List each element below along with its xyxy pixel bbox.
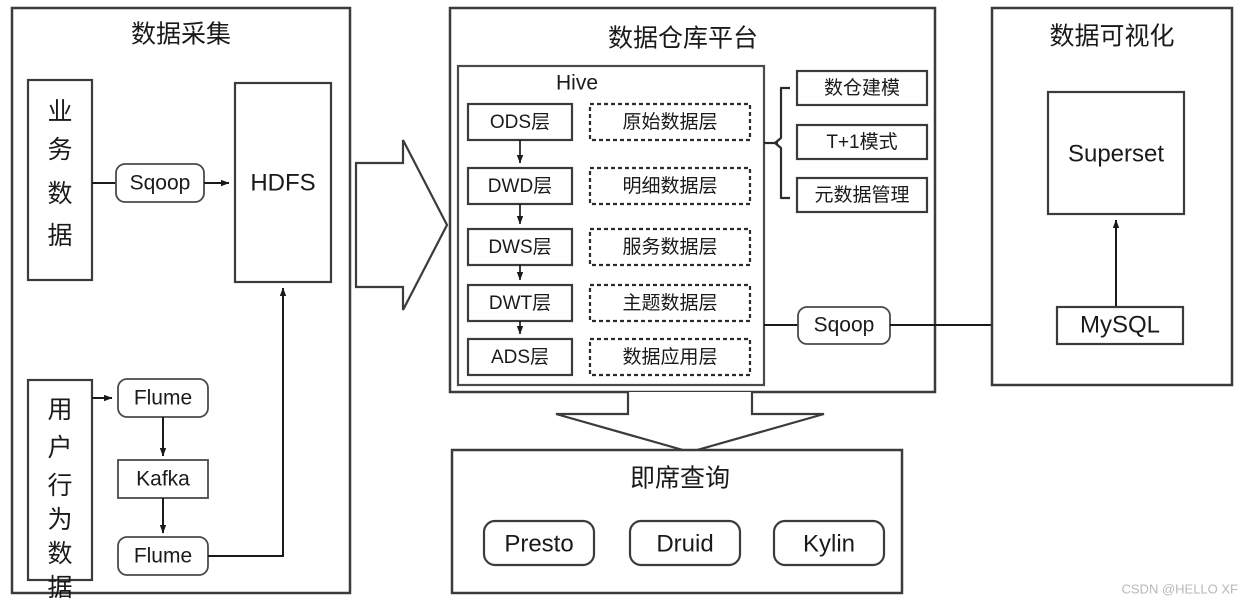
business-data-box[interactable] [26,78,94,282]
engine-label-druid: Druid [656,530,713,557]
sqoop-export-label: Sqoop [814,314,875,337]
annotation-label-modeling: 数仓建模 [824,77,900,99]
hdfs-label: HDFS [250,169,315,196]
layer-desc-label-dws: 服务数据层 [622,236,717,258]
layer-label-ods: ODS层 [490,112,550,133]
layer-label-ads: ADS层 [491,347,549,368]
annotation-label-metadata: 元数据管理 [814,184,909,206]
panel-title-collection: 数据采集 [131,21,231,49]
panel-title-adhoc: 即席查询 [630,465,730,493]
link-flume-bottom-to-hdfs [208,287,287,557]
engine-box-kylin[interactable] [772,519,886,567]
layer-desc-label-dwt: 主题数据层 [622,292,717,314]
flow-arrow-collection-to-warehouse [354,139,449,311]
user-behavior-label-char-6: 据 [47,574,72,602]
layer-box-dwt[interactable] [466,283,574,323]
flow-arrow-warehouse-to-adhoc [555,392,825,454]
annotation-box-modeling[interactable] [795,69,929,107]
business-data-label-char-1: 业 [47,98,72,126]
user-behavior-label-char-2: 户 [47,434,72,462]
layer-desc-box-dwd [588,166,752,206]
layer-box-ads[interactable] [466,337,574,377]
engine-box-presto[interactable] [482,519,596,567]
user-behavior-label-char-4: 为 [47,506,72,534]
engine-box-druid[interactable] [628,519,742,567]
layer-label-dwt: DWT层 [489,293,551,314]
panel-title-warehouse: 数据仓库平台 [608,25,758,53]
layer-desc-label-dwd: 明细数据层 [622,175,717,197]
user-behavior-data-box[interactable] [26,378,94,582]
engine-label-presto: Presto [504,530,573,557]
hdfs-box[interactable] [233,81,333,284]
panel-title-visualization: 数据可视化 [1049,23,1174,51]
layer-desc-label-ods: 原始数据层 [622,111,717,133]
bracket-curly [773,86,790,200]
business-data-label-char-3: 数 [47,180,72,208]
business-data-label-char-4: 据 [47,222,72,250]
layer-label-dwd: DWD层 [488,176,552,197]
layer-desc-label-ads: 数据应用层 [622,346,717,368]
layer-label-dws: DWS层 [488,237,551,258]
layer-desc-box-dwt [588,283,752,323]
watermark-label: CSDN @HELLO XF [1122,581,1239,596]
layer-desc-box-dws [588,227,752,267]
kafka-box[interactable] [117,459,209,499]
business-data-label-char-2: 务 [47,136,72,164]
user-behavior-label-char-5: 数 [47,540,72,568]
mysql-box[interactable] [1055,305,1185,346]
layer-desc-box-ads [588,337,752,377]
superset-label: Superset [1068,140,1164,167]
annotation-label-t-plus-1: T+1模式 [826,131,897,153]
annotation-box-t-plus-1[interactable] [795,123,929,161]
hive-label: Hive [556,72,598,95]
user-behavior-label-char-3: 行 [47,472,72,500]
kafka-label: Kafka [136,468,190,491]
sqoop-ingest-label: Sqoop [130,172,191,195]
annotation-box-metadata[interactable] [795,176,929,214]
flume-top-label: Flume [134,387,192,410]
user-behavior-label-char-1: 用 [47,396,72,424]
mysql-label: MySQL [1080,311,1160,338]
engine-label-kylin: Kylin [803,530,855,557]
flume-bottom-label: Flume [134,545,192,568]
layer-desc-box-ods [588,102,752,142]
superset-box[interactable] [1046,90,1186,216]
